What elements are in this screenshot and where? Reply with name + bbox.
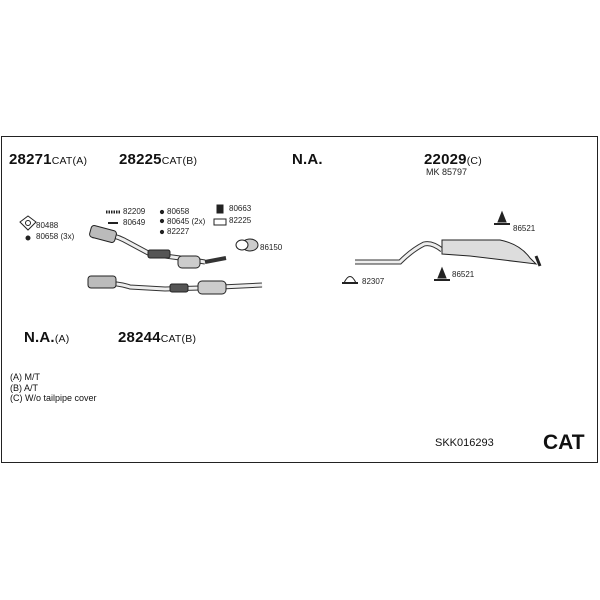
rear-silencer [355,239,542,267]
part-ref-na-2: N.A.(A) [24,329,70,346]
diagram-frame [1,136,598,463]
legend: (A) M/T (B) A/T (C) W/o tailpipe cover [10,372,97,404]
label-86521-a: 86521 [513,224,536,233]
label-82225: 82225 [229,216,252,225]
legend-item-a: (A) M/T [10,372,40,382]
label-80658-3x: 80658 (3x) [36,232,75,241]
label-80488: 80488 [36,221,59,230]
legend-item-b: (B) A/T [10,382,39,393]
label-80649: 80649 [123,218,146,227]
clamps-and-mounts [19,204,510,284]
label-82227: 82227 [167,227,190,236]
label-86521-b: 86521 [452,270,475,279]
label-82307: 82307 [362,277,385,286]
part-ref-na-1: N.A. [292,151,323,168]
label-82209: 82209 [123,207,146,216]
front-pipe-upper [89,225,227,269]
label-86150: 86150 [260,243,283,252]
legend-item-c: (C) W/o tailpipe cover [10,393,97,403]
label-80658: 80658 [167,207,190,216]
label-80645-2x: 80645 (2x) [167,217,206,226]
mk-ref: MK 85797 [426,167,468,177]
label-80663: 80663 [229,204,252,213]
kit-type: CAT [543,431,585,454]
part-ref-28225: 28225CAT(B) [119,151,198,168]
part-ref-28271: 28271CAT(A) [9,151,88,168]
part-ref-28244: 28244CAT(B) [118,329,197,346]
front-pipe-lower [87,275,263,295]
kit-code: SKK016293 [435,437,494,449]
part-ref-22029: 22029(C) [424,151,482,168]
